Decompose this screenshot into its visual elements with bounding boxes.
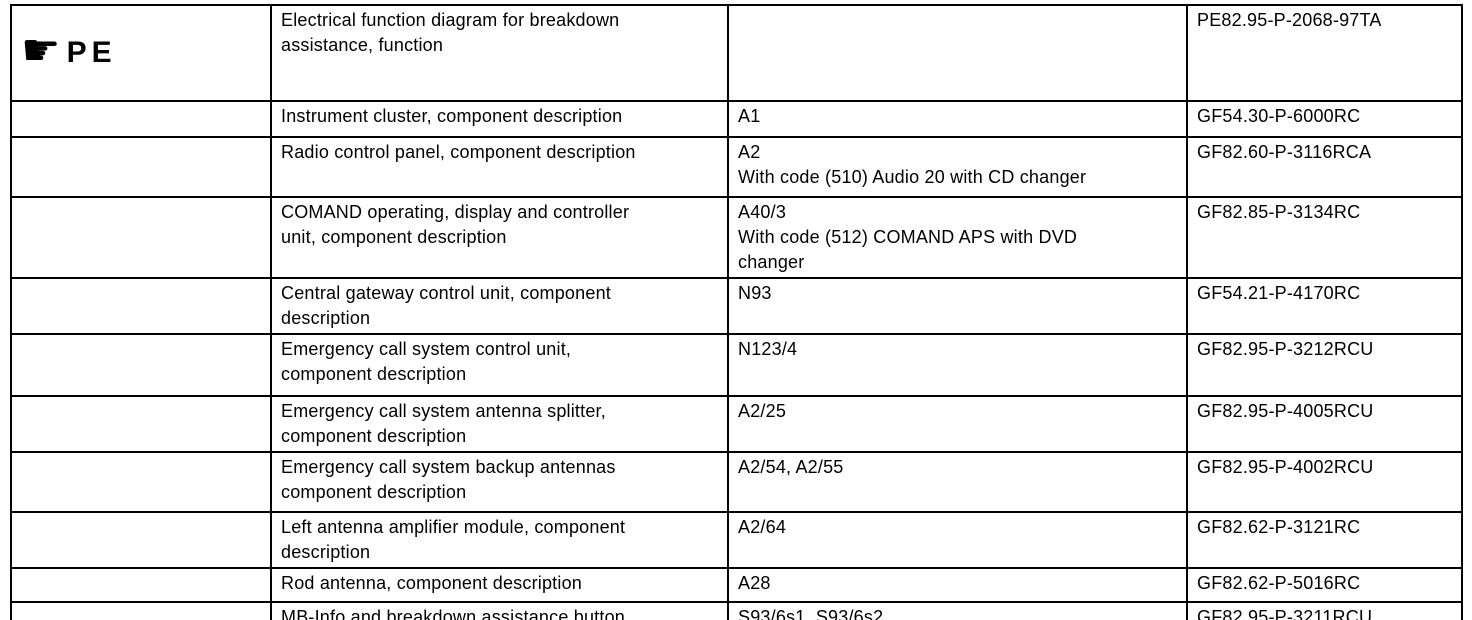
component-cell — [727, 4, 1188, 102]
table-row: Radio control panel, component descripti… — [10, 136, 1463, 198]
pe-label: PE — [66, 36, 117, 69]
component-cell: A2/54, A2/55 — [727, 451, 1188, 513]
component-cell: S93/6s1, S93/6s2 — [727, 601, 1188, 620]
marker-cell — [10, 511, 272, 569]
pe-marker: ☛ PE — [21, 26, 262, 75]
reference-table: ☛ PE Electrical function diagram for bre… — [10, 4, 1463, 620]
table-row: Left antenna amplifier module, component… — [10, 511, 1463, 569]
description-cell: Emergency call system control unit, comp… — [270, 333, 729, 397]
description-cell: Left antenna amplifier module, component… — [270, 511, 729, 569]
table-row: ☛ PE Electrical function diagram for bre… — [10, 4, 1463, 102]
reference-cell: GF82.85-P-3134RC — [1186, 196, 1463, 279]
table-row: Emergency call system control unit, comp… — [10, 333, 1463, 397]
reference-cell: GF54.30-P-6000RC — [1186, 100, 1463, 138]
description-cell: Electrical function diagram for breakdow… — [270, 4, 729, 102]
table-row: Central gateway control unit, component … — [10, 277, 1463, 335]
reference-cell: GF54.21-P-4170RC — [1186, 277, 1463, 335]
marker-cell — [10, 567, 272, 603]
description-cell: Central gateway control unit, component … — [270, 277, 729, 335]
description-cell: Instrument cluster, component descriptio… — [270, 100, 729, 138]
description-cell: COMAND operating, display and controller… — [270, 196, 729, 279]
component-cell: N93 — [727, 277, 1188, 335]
marker-cell — [10, 136, 272, 198]
marker-cell — [10, 277, 272, 335]
marker-cell — [10, 395, 272, 453]
description-cell: Emergency call system antenna splitter, … — [270, 395, 729, 453]
reference-cell: GF82.95-P-3211RCU — [1186, 601, 1463, 620]
pointing-hand-icon: ☛ — [21, 26, 61, 75]
component-cell: A1 — [727, 100, 1188, 138]
component-cell: A2/25 — [727, 395, 1188, 453]
component-cell: A28 — [727, 567, 1188, 603]
component-cell: A2 With code (510) Audio 20 with CD chan… — [727, 136, 1188, 198]
description-cell: MB-Info and breakdown assistance button … — [270, 601, 729, 620]
table-row: Instrument cluster, component descriptio… — [10, 100, 1463, 138]
reference-cell: PE82.95-P-2068-97TA — [1186, 4, 1463, 102]
marker-cell — [10, 100, 272, 138]
reference-cell: GF82.62-P-3121RC — [1186, 511, 1463, 569]
reference-cell: GF82.60-P-3116RCA — [1186, 136, 1463, 198]
description-cell: Radio control panel, component descripti… — [270, 136, 729, 198]
component-cell: N123/4 — [727, 333, 1188, 397]
marker-cell — [10, 601, 272, 620]
reference-cell: GF82.95-P-4002RCU — [1186, 451, 1463, 513]
table-row: MB-Info and breakdown assistance button … — [10, 601, 1463, 620]
table-row: Emergency call system antenna splitter, … — [10, 395, 1463, 453]
description-cell: Rod antenna, component description — [270, 567, 729, 603]
component-cell: A2/64 — [727, 511, 1188, 569]
marker-cell — [10, 451, 272, 513]
description-cell: Emergency call system backup antennas co… — [270, 451, 729, 513]
table-row: Rod antenna, component description A28 G… — [10, 567, 1463, 603]
reference-cell: GF82.95-P-3212RCU — [1186, 333, 1463, 397]
component-cell: A40/3 With code (512) COMAND APS with DV… — [727, 196, 1188, 279]
reference-cell: GF82.62-P-5016RC — [1186, 567, 1463, 603]
table-row: Emergency call system backup antennas co… — [10, 451, 1463, 513]
marker-cell — [10, 196, 272, 279]
reference-cell: GF82.95-P-4005RCU — [1186, 395, 1463, 453]
marker-cell — [10, 333, 272, 397]
table-row: COMAND operating, display and controller… — [10, 196, 1463, 279]
marker-cell: ☛ PE — [10, 4, 272, 102]
